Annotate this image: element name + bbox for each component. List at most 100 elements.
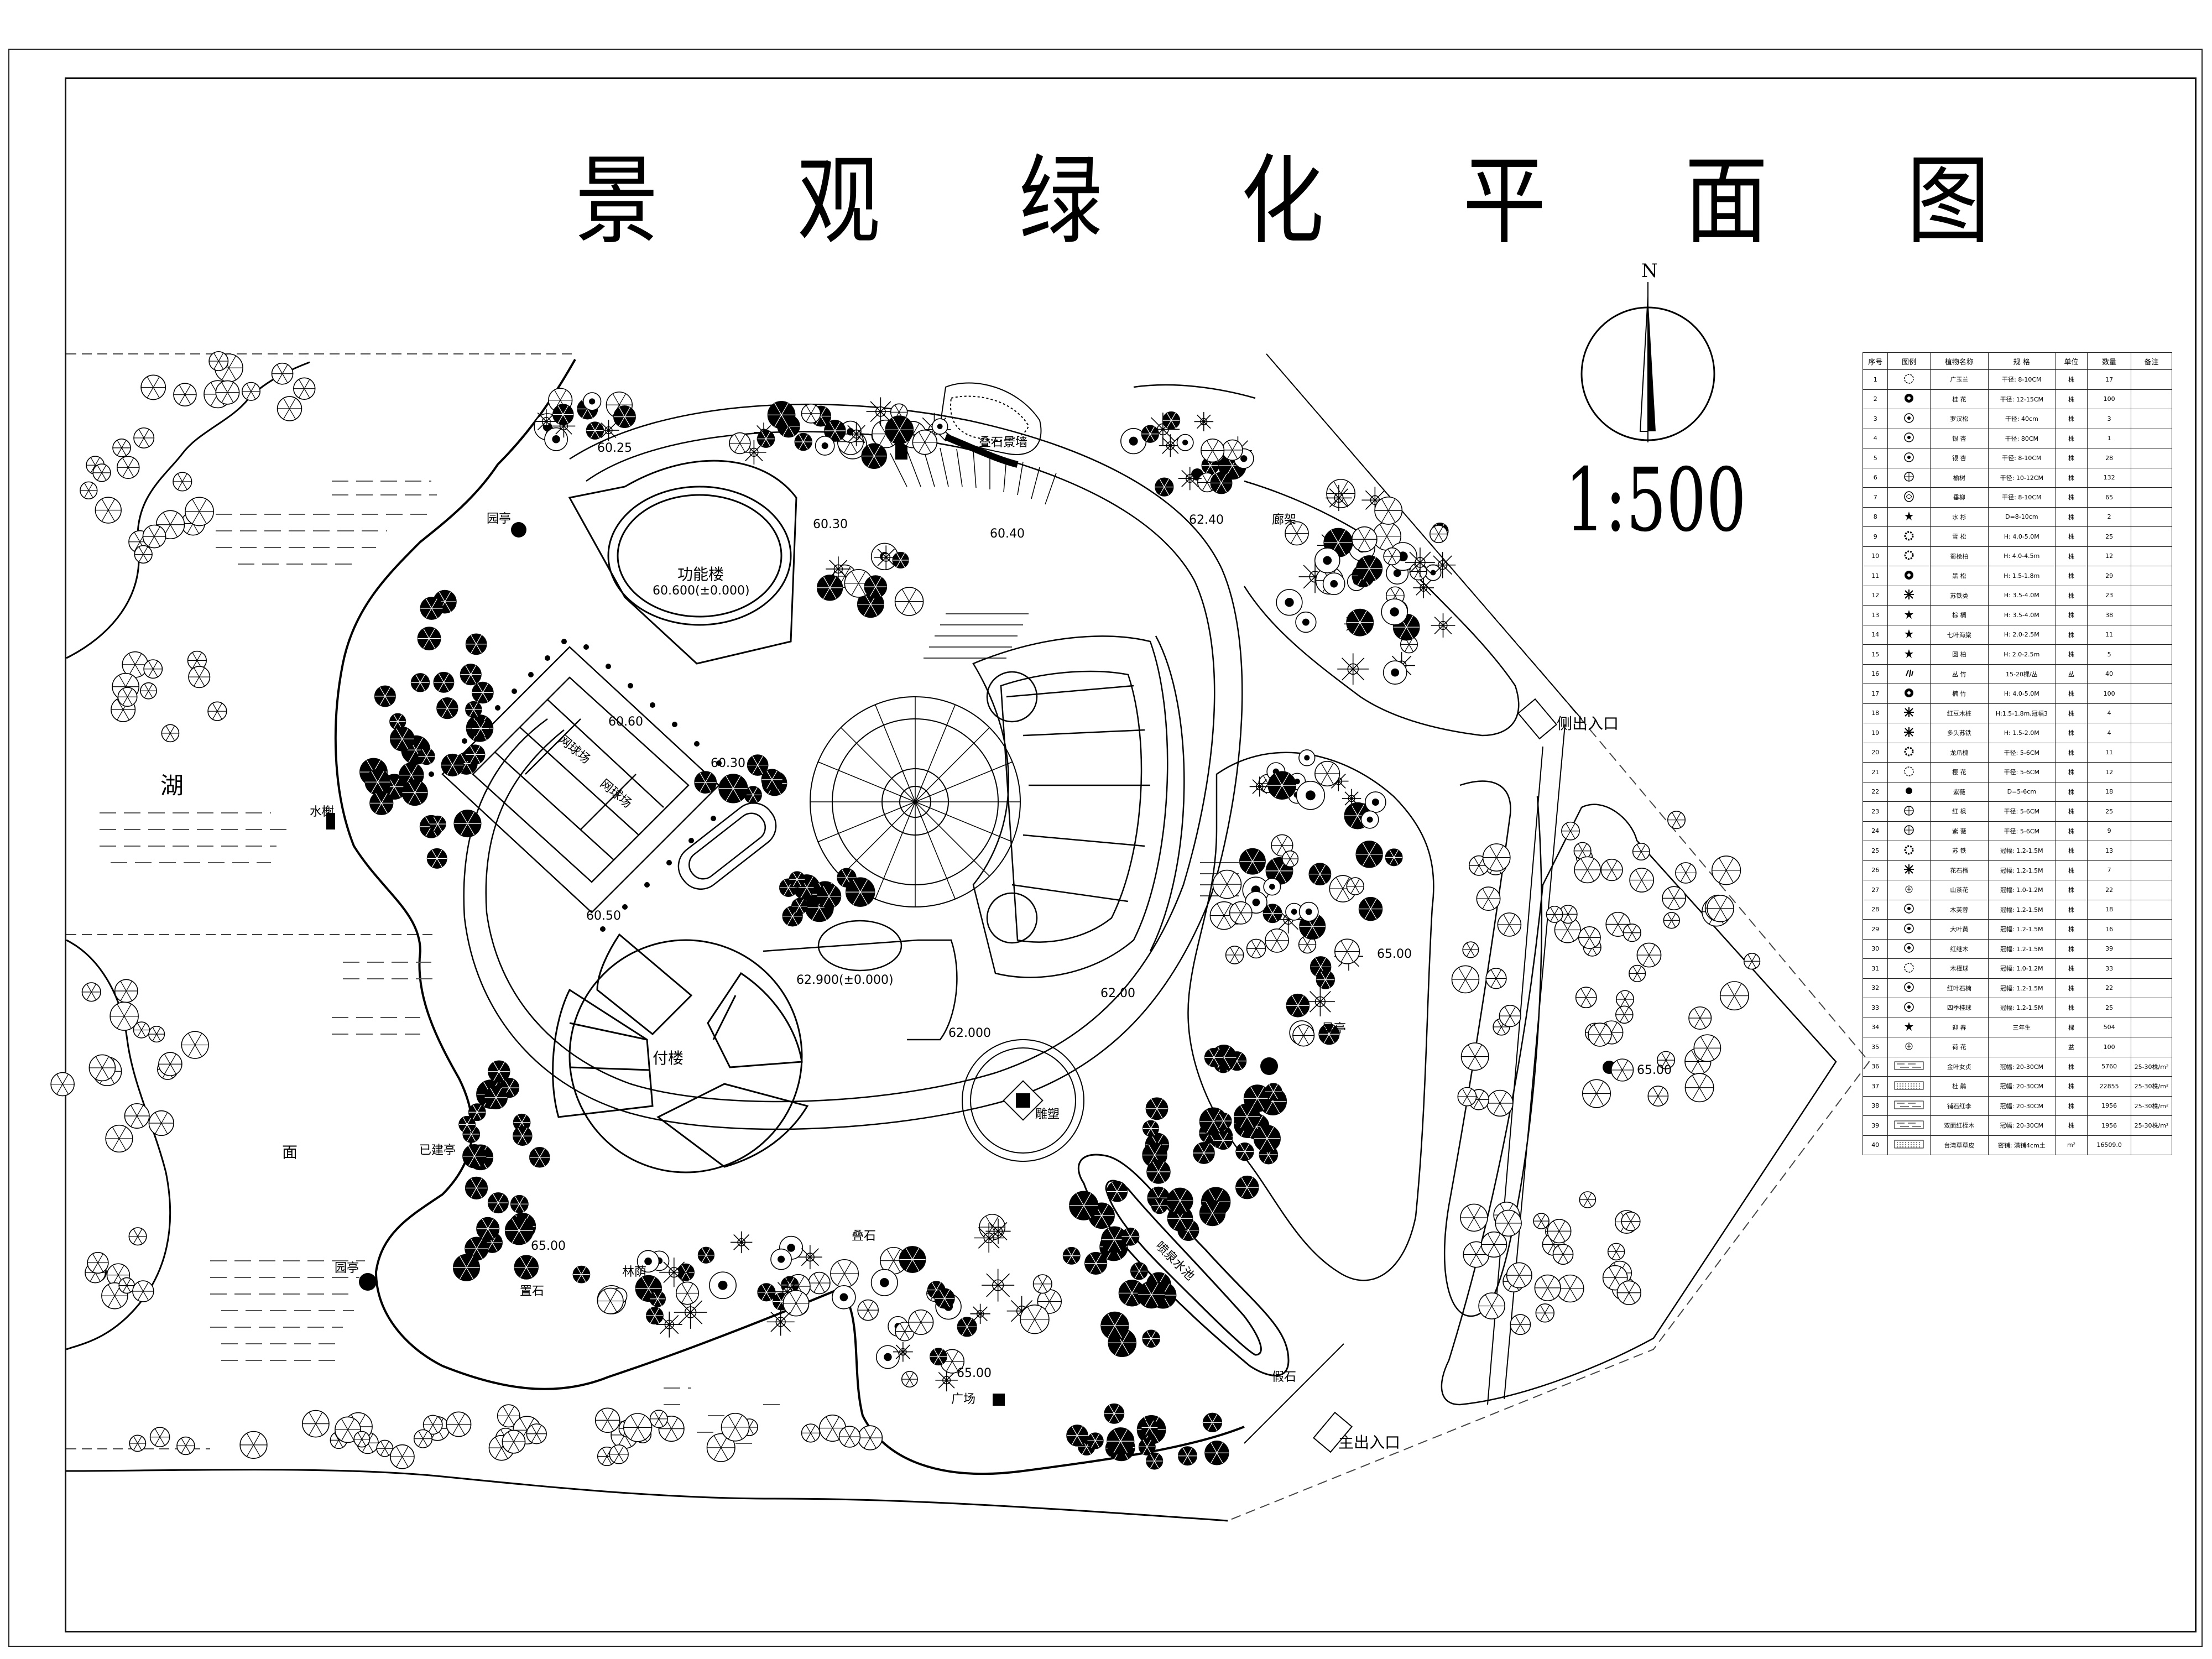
legend-cell-spec: H: 3.5-4.0M [1987,585,2056,606]
legend-cell-qty: 11 [2087,624,2131,645]
tree-pie-icon [129,1434,147,1452]
tree-pie-icon [1647,1086,1669,1107]
tree-ring-icon [1360,810,1379,829]
legend-cell-note [2130,684,2173,704]
legend-cell-name: 樱 花 [1929,762,1989,782]
tree-dark-icon [1355,841,1383,868]
tree-dark-icon [1286,993,1310,1018]
legend-cell-name: 桂 花 [1929,389,1989,409]
tree-pie-icon [142,524,166,549]
legend-cell-qty: 100 [2087,1037,2131,1057]
tree-dark-icon [441,753,464,777]
legend-cell-no: 4 [1862,428,1888,448]
tree-pie-icon [1582,1079,1611,1108]
tree-dark-icon [1138,1438,1156,1455]
tree-pie-icon [1212,869,1242,899]
legend-cell-spec: 冠幅: 1.2-1.5M [1987,899,2056,920]
elevation-marker: 60.40 [990,527,1025,541]
elevation-marker: 60.30 [813,518,848,531]
legend-cell-no: 34 [1862,1017,1888,1037]
tree-dark-icon [429,815,446,833]
tree-pie-icon [721,1412,750,1442]
elevation-marker: 65.00 [1637,1063,1672,1077]
tree-pie-icon [88,1054,116,1082]
legend-cell-no: 20 [1862,742,1888,763]
plaza-label: 广场 [951,1392,976,1406]
tree-pie-icon [623,1413,653,1442]
tree-dark-icon [934,1288,955,1309]
legend-cell-spec: 干径: 12-15CM [1987,389,2056,409]
legend-cell-qty: 23 [2087,585,2131,606]
tree-pie-icon [1476,886,1501,911]
legend-cell-qty: 22855 [2087,1076,2131,1097]
tree-ring-icon [1296,781,1326,810]
legend-cell-note [2130,644,2173,665]
legend-cell-name: 红豆木桩 [1929,703,1989,723]
tree-star-icon [982,1269,1015,1302]
tree-pie-icon [1346,877,1365,895]
tree-pie-icon [1032,1274,1052,1294]
tree-dark-icon [529,1146,550,1168]
tree-dark-icon [1177,1446,1197,1466]
tree-star-icon [1194,412,1214,431]
tree-pie-icon [1588,1022,1612,1047]
legend-cell-spec: 干径: 8-10CM [1987,369,2056,390]
legend-cell-unit: 株 [2054,762,2088,782]
legend-cell-name: 铺石红李 [1929,1095,1989,1116]
tree-dark-icon [460,664,482,686]
tree-dark-icon [1121,1227,1140,1246]
tree-dark-icon [586,421,604,440]
legend-cell-qty: 100 [2087,389,2131,409]
tree-pie-icon [1607,1243,1625,1261]
legend-cell-unit: 株 [2054,801,2088,822]
tree-pie-icon [1574,856,1601,884]
rockery-label: 假石 [1272,1370,1297,1384]
legend-cell-qty: 1956 [2087,1095,2131,1116]
legend-cell-no: 28 [1862,899,1888,920]
legend-symbol-spoke-icon [1887,723,1931,743]
tree-dark-icon [791,898,808,915]
legend-cell-name: 广玉兰 [1929,369,1989,390]
tree-dark-icon [471,719,490,738]
tree-pie-icon [1314,760,1340,787]
pavilion-label-top: 园亭 [487,512,512,526]
tree-ring-icon [1322,572,1345,596]
legend-cell-no: 15 [1862,644,1888,665]
function-building [568,460,797,665]
tree-pie-icon [1535,1303,1555,1323]
tree-pie-icon [1693,1034,1721,1062]
tree-pie-icon [1707,895,1734,922]
tree-pie-icon [1688,1006,1712,1030]
plaza-path [763,920,958,1041]
legend-cell-name: 山茶花 [1929,880,1989,900]
tree-pie-icon [302,1410,330,1438]
legend-cell-qty: 18 [2087,781,2131,802]
tree-dark-icon [410,673,430,692]
legend-cell-spec: 冠幅: 1.2-1.5M [1987,978,2056,998]
legend-cell-note [2130,938,2173,959]
legend-cell-spec: 15-20棵/丛 [1987,664,2056,684]
legend-symbol-spiral-icon [1887,801,1931,822]
tree-star-icon [730,1231,753,1254]
tree-dark-icon [817,884,842,909]
tree-pie-icon [1506,1262,1532,1288]
legend-cell-qty: 5760 [2087,1056,2131,1077]
tree-pie-icon [353,1431,371,1448]
tree-pie-icon [1460,1042,1489,1071]
legend-cell-spec: H: 3.5-4.0M [1987,605,2056,625]
legend-cell-note [2130,742,2173,763]
tree-pie-icon [808,1271,831,1295]
legend-cell-name: 红 枫 [1929,801,1989,822]
elevation-marker: 60.60 [608,715,643,729]
legend-cell-no: 8 [1862,507,1888,527]
tree-pie-icon [1636,942,1662,968]
legend-cell-unit: 株 [2054,507,2088,527]
legend-cell-unit: 株 [2054,978,2088,998]
tree-pie-icon [857,1299,879,1321]
tree-pie-icon [128,1227,147,1246]
legend-symbol-hatch-lines-icon [1887,1115,1931,1136]
